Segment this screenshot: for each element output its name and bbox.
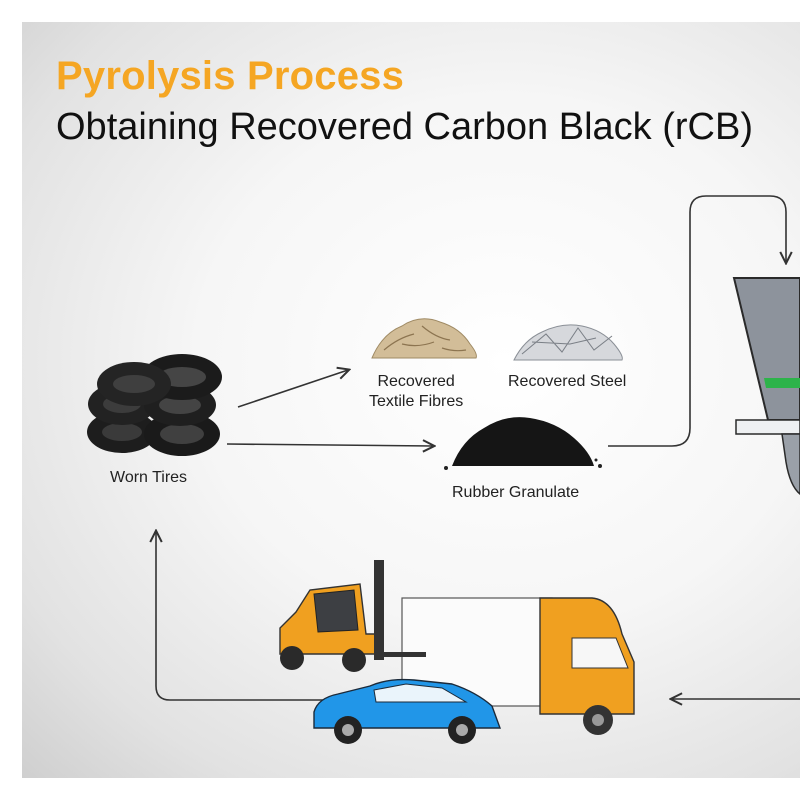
car-icon: [313, 678, 501, 744]
steel-icon: [513, 324, 623, 361]
steel-label: Recovered Steel: [508, 373, 627, 390]
arrow-vehicles-to-tires: [156, 532, 328, 701]
textile-fibres-label-line2: Textile Fibres: [369, 393, 464, 410]
textile-fibres-icon: [371, 318, 477, 359]
forklift-icon: [279, 560, 426, 672]
page-title: Pyrolysis Process: [56, 54, 405, 98]
flow-arrows: [156, 195, 800, 701]
textile-fibres-label: Recovered Textile Fibres: [369, 372, 463, 412]
page-subtitle: Obtaining Recovered Carbon Black (rCB): [56, 106, 753, 148]
arrow-tires-to-textiles: [237, 370, 348, 408]
worn-tires-label: Worn Tires: [110, 469, 188, 486]
textile-fibres-label-line1: Recovered: [377, 373, 455, 390]
tires-icon: [87, 354, 222, 456]
arrow-tires-to-rubber: [226, 444, 433, 446]
diagram-art: [87, 195, 800, 744]
rubber-granulate-icon: [444, 417, 602, 470]
truck-icon: [401, 597, 635, 735]
diagram-canvas: Pyrolysis Process Obtaining Recovered Ca…: [22, 22, 800, 778]
reactor-icon: [732, 277, 800, 495]
arrow-rubber-to-reactor: [608, 195, 786, 447]
rubber-granulate-label: Rubber Granulate: [452, 484, 580, 501]
